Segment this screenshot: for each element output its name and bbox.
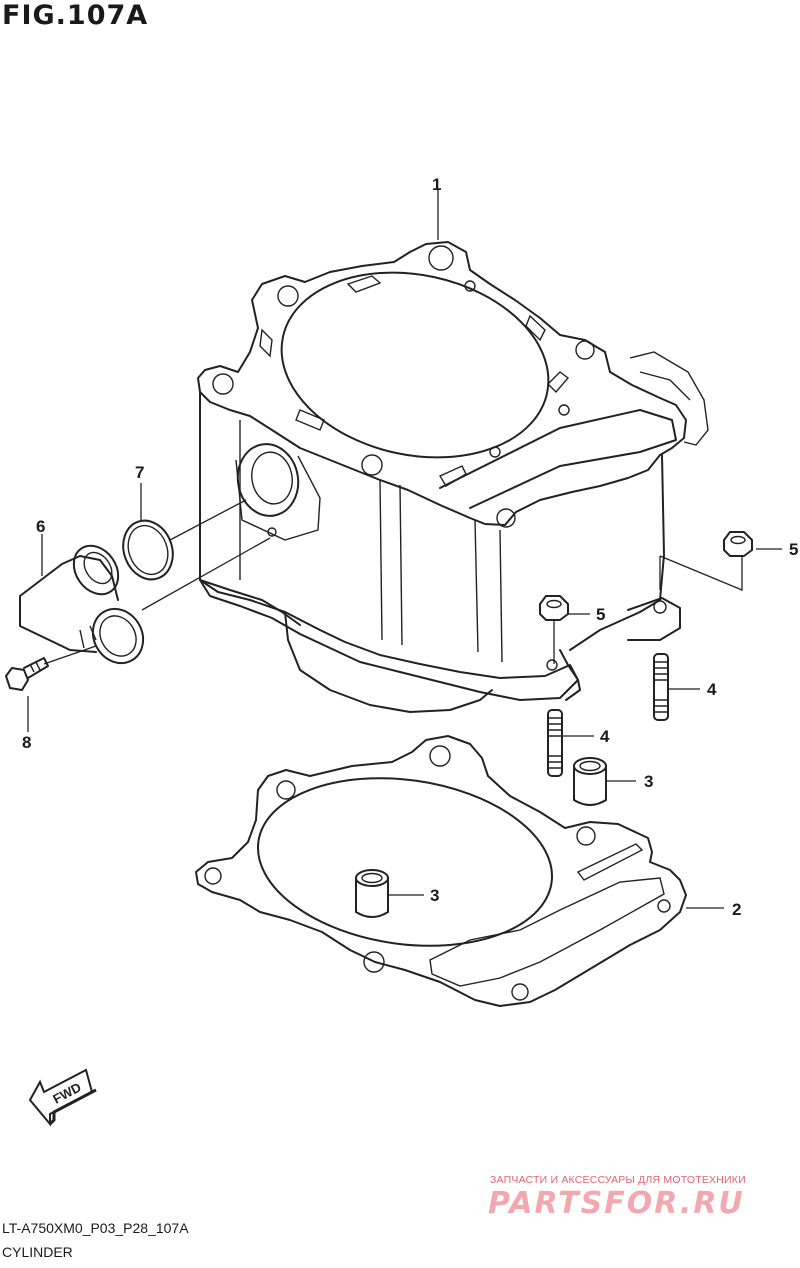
o-ring-part-7[interactable] <box>115 514 181 587</box>
dowel-pin-part-3-upper[interactable] <box>573 757 607 806</box>
cylinder-base-gasket-part-2[interactable] <box>195 735 687 1007</box>
leader-lines <box>27 190 782 909</box>
stud-bolt-part-4-center[interactable] <box>547 709 563 777</box>
figure-title: FIG.107A <box>2 0 149 31</box>
watermark-brand: PARTSFOR.RU <box>488 1186 745 1221</box>
watermark-tagline: ЗАПЧАСТИ И АКСЕССУАРЫ ДЛЯ МОТОТЕХНИКИ <box>490 1174 746 1186</box>
callout-8: 8 <box>22 733 31 752</box>
callout-4-right: 4 <box>707 680 717 699</box>
water-inlet-pipe-part-6[interactable] <box>19 537 153 672</box>
nut-part-5-right[interactable] <box>723 531 753 557</box>
figure-code: LT-A750XM0_P03_P28_107A <box>2 1220 189 1236</box>
bolt-part-8[interactable] <box>5 657 49 691</box>
callout-3-lower: 3 <box>430 886 439 905</box>
callout-1: 1 <box>432 175 441 194</box>
callout-5-center: 5 <box>596 605 605 624</box>
nut-part-5-center[interactable] <box>539 595 569 621</box>
stud-bolt-part-4-right[interactable] <box>653 653 669 721</box>
callout-3-upper: 3 <box>644 772 653 791</box>
callout-2: 2 <box>732 900 741 919</box>
cylinder-part-1[interactable] <box>197 241 709 713</box>
callout-5-right: 5 <box>789 540 798 559</box>
fwd-direction-arrow-icon: FWD <box>28 1068 97 1127</box>
figure-description: CYLINDER <box>2 1244 73 1260</box>
dowel-pin-part-3-lower[interactable] <box>355 869 389 918</box>
callout-7: 7 <box>135 463 144 482</box>
callout-4-center: 4 <box>600 727 610 746</box>
assembly-dash-lines <box>43 499 743 665</box>
callout-6: 6 <box>36 517 45 536</box>
